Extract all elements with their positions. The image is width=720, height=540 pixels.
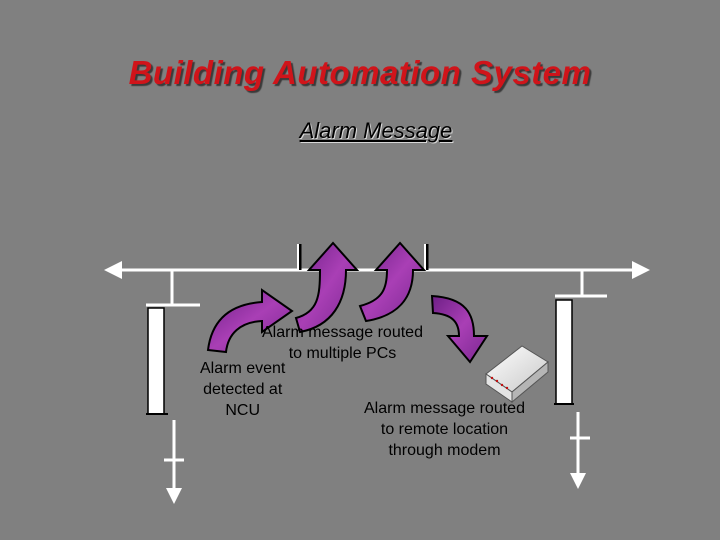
ncu-left (146, 270, 200, 504)
curved-arrow-icon (206, 288, 294, 354)
bus-right-arrowhead-icon (632, 261, 650, 279)
pc-drop-left (297, 244, 302, 270)
ncu-right-down-arrow-icon (570, 473, 586, 489)
page-title: Building Automation System (128, 54, 592, 91)
modem-icon (485, 345, 549, 404)
bus-left-arrowhead-icon (104, 261, 122, 279)
ncu-left-down-arrow-icon (166, 488, 182, 504)
curved-arrow-icon (358, 241, 427, 323)
curved-arrow-icon (430, 294, 489, 364)
flow-arrows (206, 241, 489, 364)
label-routed-modem: Alarm message routed to remote location … (364, 400, 525, 459)
page-subtitle: Alarm Message (299, 118, 453, 143)
ncu-left-panel (147, 307, 165, 415)
ncu-right-panel (555, 299, 573, 405)
pc-drop-right (424, 244, 429, 270)
label-alarm-event: Alarm event detected at NCU (200, 360, 286, 419)
label-routed-pcs: Alarm message routed to multiple PCs (262, 324, 423, 362)
curved-arrow-icon (294, 241, 360, 334)
ncu-right (554, 270, 607, 489)
